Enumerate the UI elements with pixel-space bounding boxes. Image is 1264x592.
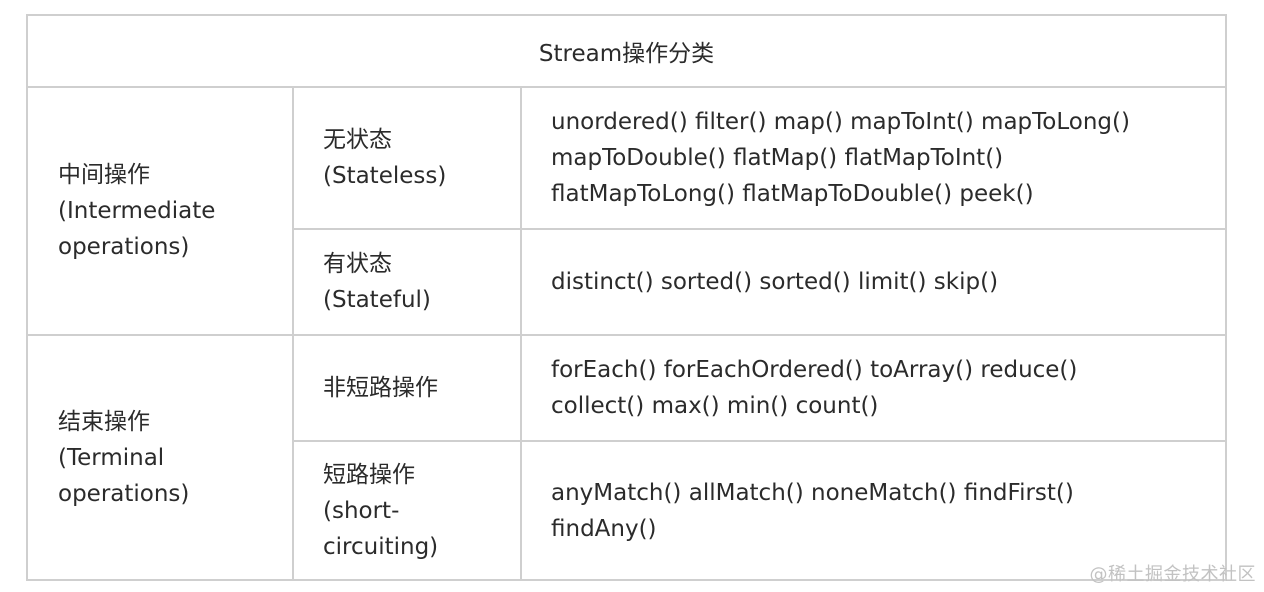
operations-text: anyMatch() allMatch() noneMatch() findFi… [551,479,1074,506]
title-row: Stream操作分类 [25,14,1228,88]
subcategory-label: 无状态 [323,127,392,153]
category-label: operations) [58,234,190,260]
subcategory-label: 非短路操作 [323,375,438,401]
operations-text: unordered() filter() map() mapToInt() ma… [551,109,1130,135]
subcategory-cell-short-circuit: 短路操作 (short- circuiting) [292,440,522,581]
subcategory-label: circuiting) [323,533,439,560]
category-label: 结束操作 [58,408,150,435]
watermark: @稀土掘金技术社区 [1089,564,1256,585]
table-row: 短路操作 (short- circuiting) anyMatch() allM… [27,440,1228,581]
subcategory-label: (short- [323,497,400,524]
subcategory-cell-non-short-circuit: 非短路操作 [292,334,522,442]
operations-text: forEach() forEachOrdered() toArray() red… [551,357,1078,383]
operations-text: collect() max() min() count() [551,393,879,419]
operations-cell-stateful: distinct() sorted() sorted() limit() ski… [519,228,1228,336]
subcategory-cell-stateless: 无状态 (Stateless) [292,86,522,230]
category-cell-intermediate: 中间操作 (Intermediate operations) [26,86,294,336]
table-title: Stream操作分类 [25,14,1228,88]
stream-operations-table: Stream操作分类 中间操作 (Intermediate operations… [25,14,1228,581]
subcategory-label: 有状态 [323,251,392,277]
operations-text: flatMapToLong() flatMapToDouble() peek() [551,181,1034,207]
operations-text: distinct() sorted() sorted() limit() ski… [551,269,999,295]
category-label: (Intermediate [58,198,216,224]
operations-text: mapToDouble() flatMap() flatMapToInt() [551,145,1004,171]
table-row: 有状态 (Stateful) distinct() sorted() sorte… [27,228,1228,336]
category-label: operations) [58,480,190,507]
category-cell-terminal: 结束操作 (Terminal operations) [26,334,294,581]
operations-cell-stateless: unordered() filter() map() mapToInt() ma… [519,86,1228,230]
subcategory-label: (Stateless) [323,163,447,189]
table-row: 中间操作 (Intermediate operations) 无状态 (Stat… [26,86,1228,336]
operations-cell-short-circuit: anyMatch() allMatch() noneMatch() findFi… [519,440,1228,581]
operations-text: findAny() [551,515,657,542]
operations-cell-non-short-circuit: forEach() forEachOrdered() toArray() red… [519,334,1228,442]
subcategory-cell-stateful: 有状态 (Stateful) [292,228,522,336]
subcategory-label: 短路操作 [323,461,415,488]
category-label: 中间操作 [58,162,150,188]
table-row: 结束操作 (Terminal operations) 非短路操作 forEach… [26,334,1228,581]
category-label: (Terminal [58,444,165,471]
subcategory-label: (Stateful) [323,287,431,313]
